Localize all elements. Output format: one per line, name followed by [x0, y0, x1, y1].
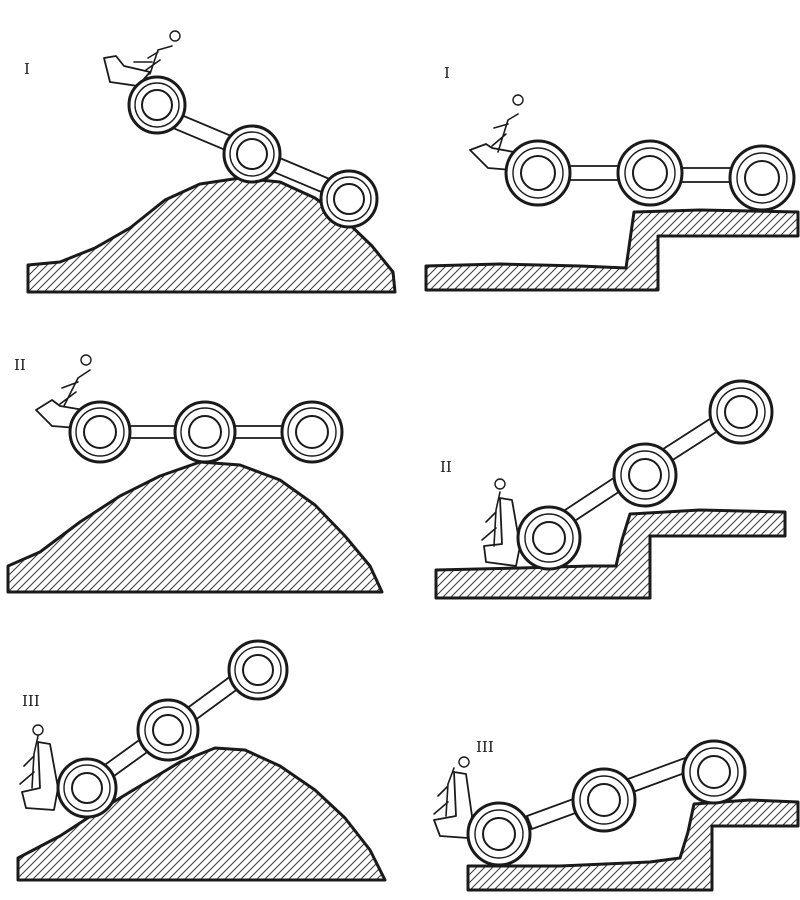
chassis-beam [127, 425, 179, 439]
wheel [222, 124, 282, 184]
chassis-beam [231, 425, 287, 439]
step-terrain [466, 798, 800, 892]
panel-step-stage-2: II [434, 379, 787, 600]
wheel [504, 139, 572, 207]
wheel [136, 698, 200, 762]
panel-hill-stage-1: I [24, 30, 397, 294]
stage-label: III [476, 738, 494, 756]
hill-terrain [6, 460, 384, 594]
wheel [68, 400, 132, 464]
step-terrain [424, 208, 800, 292]
wheel [708, 379, 774, 445]
step-terrain [434, 508, 787, 600]
stage-label: II [440, 458, 452, 476]
wheel [173, 400, 237, 464]
panel-step-stage-3: III [433, 738, 800, 892]
seat [481, 478, 521, 567]
panel-hill-stage-3: III [16, 639, 387, 882]
panel-step-stage-1: I [424, 64, 800, 292]
wheel [227, 639, 289, 701]
wheel [728, 144, 796, 212]
stage-label: I [24, 60, 30, 78]
stage-label: I [444, 64, 450, 82]
seat [433, 756, 473, 839]
wheel [612, 442, 678, 508]
chassis-beam [626, 756, 692, 794]
wheel [516, 505, 582, 571]
wheel [616, 139, 684, 207]
stage-label: II [14, 356, 26, 374]
stage-label: III [22, 692, 40, 710]
seat [19, 724, 59, 811]
wheel [681, 739, 747, 805]
seat [103, 30, 181, 87]
wheel [56, 757, 118, 819]
wheel [127, 75, 187, 135]
wheel [280, 400, 344, 464]
wheel [319, 169, 379, 229]
wheel [466, 801, 532, 867]
wheel [571, 767, 637, 833]
hill-terrain [16, 746, 387, 882]
panel-hill-stage-2: II [6, 354, 384, 594]
